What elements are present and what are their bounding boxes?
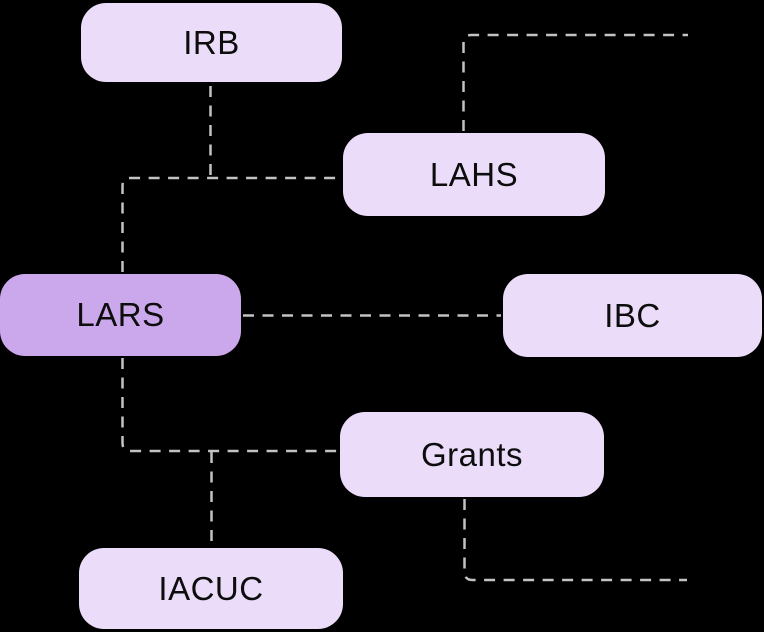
node-irb-label: IRB bbox=[183, 23, 240, 61]
node-grants-label: Grants bbox=[420, 435, 524, 473]
node-lars-label: LARS bbox=[76, 296, 165, 333]
node-lahs-label: LAHS bbox=[429, 155, 519, 193]
node-lahs: LAHS bbox=[343, 133, 605, 216]
edge-lars-to-lahs bbox=[121, 176, 341, 272]
node-ibc: IBC bbox=[503, 274, 762, 357]
node-lars: LARS bbox=[0, 274, 241, 356]
node-iacuc-label: IACUC bbox=[158, 569, 264, 607]
node-grants: Grants bbox=[340, 412, 604, 497]
node-ibc-label: IBC bbox=[604, 296, 661, 334]
edge-lahs-to-upper-right bbox=[462, 33, 688, 131]
edge-lars-to-grants bbox=[121, 358, 338, 453]
node-iacuc: IACUC bbox=[79, 548, 343, 629]
edge-grants-to-lower-right bbox=[463, 499, 687, 582]
node-irb: IRB bbox=[81, 3, 342, 82]
